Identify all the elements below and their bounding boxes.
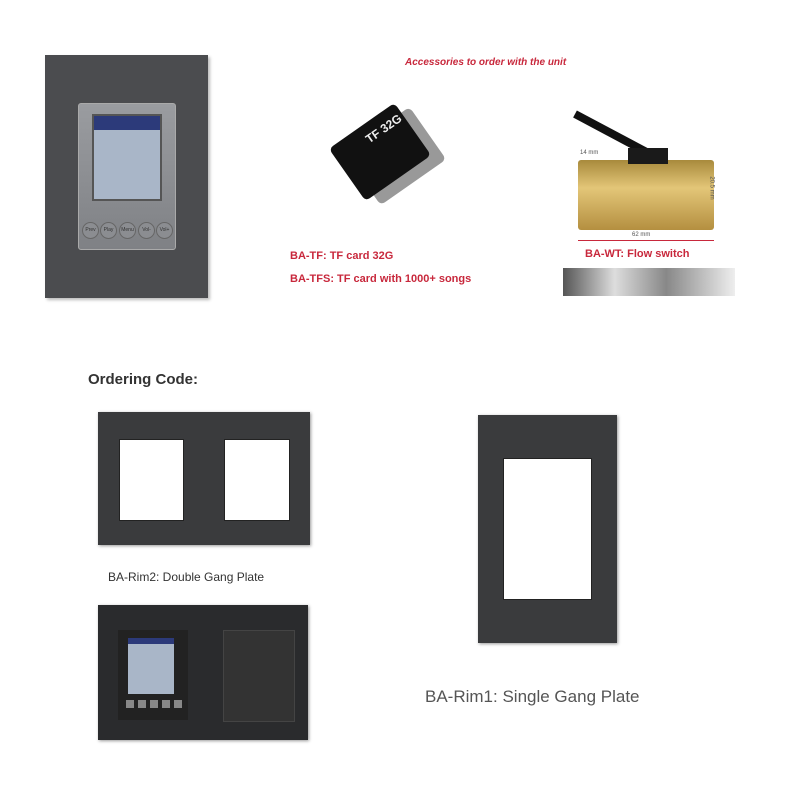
single-plate-label: BA-Rim1: Single Gang Plate: [425, 687, 640, 706]
lcd-screen: [92, 114, 162, 201]
tf-card-marking: TF 32G: [362, 111, 405, 147]
flow-switch-image: [578, 160, 714, 230]
double-plate-label: BA-Rim2: Double Gang Plate: [108, 570, 265, 584]
dimension-line: [578, 240, 714, 241]
control-module: [118, 630, 188, 720]
single-gang-plate: [478, 415, 617, 643]
plate-opening: [503, 458, 592, 600]
double-plate-assembled: [98, 605, 308, 740]
width-dimension: 62 mm: [632, 232, 651, 238]
ordering-code-heading: Ordering Code:: [88, 371, 199, 388]
plate-opening: [224, 439, 290, 521]
height-dimension: 20.5 mm: [708, 176, 715, 200]
wall-unit-panel: Prev Play Menu Vol- Vol+: [45, 55, 208, 298]
installation-photo: [563, 268, 735, 296]
control-faceplate: Prev Play Menu Vol- Vol+: [78, 103, 176, 250]
blank-module: [223, 630, 295, 722]
play-button[interactable]: Play: [100, 222, 117, 239]
screen-header: [94, 116, 160, 130]
lcd-screen: [128, 638, 174, 694]
flow-switch-label: BA-WT: Flow switch: [585, 248, 690, 260]
tf-card-image: TF 32G: [328, 102, 432, 202]
double-gang-plate: [98, 412, 310, 545]
control-buttons: [126, 700, 182, 708]
prev-button[interactable]: Prev: [82, 222, 99, 239]
accessories-heading: Accessories to order with the unit: [405, 57, 567, 68]
plate-opening: [119, 439, 184, 521]
flow-switch-sensor: [628, 148, 668, 164]
volume-up-button[interactable]: Vol+: [156, 222, 173, 239]
thread-dimension: 14 mm: [580, 150, 599, 156]
tf-card-songs-label: BA-TFS: TF card with 1000+ songs: [290, 273, 472, 285]
volume-down-button[interactable]: Vol-: [138, 222, 155, 239]
menu-button[interactable]: Menu: [119, 222, 136, 239]
tf-card-label: BA-TF: TF card 32G: [290, 250, 394, 262]
